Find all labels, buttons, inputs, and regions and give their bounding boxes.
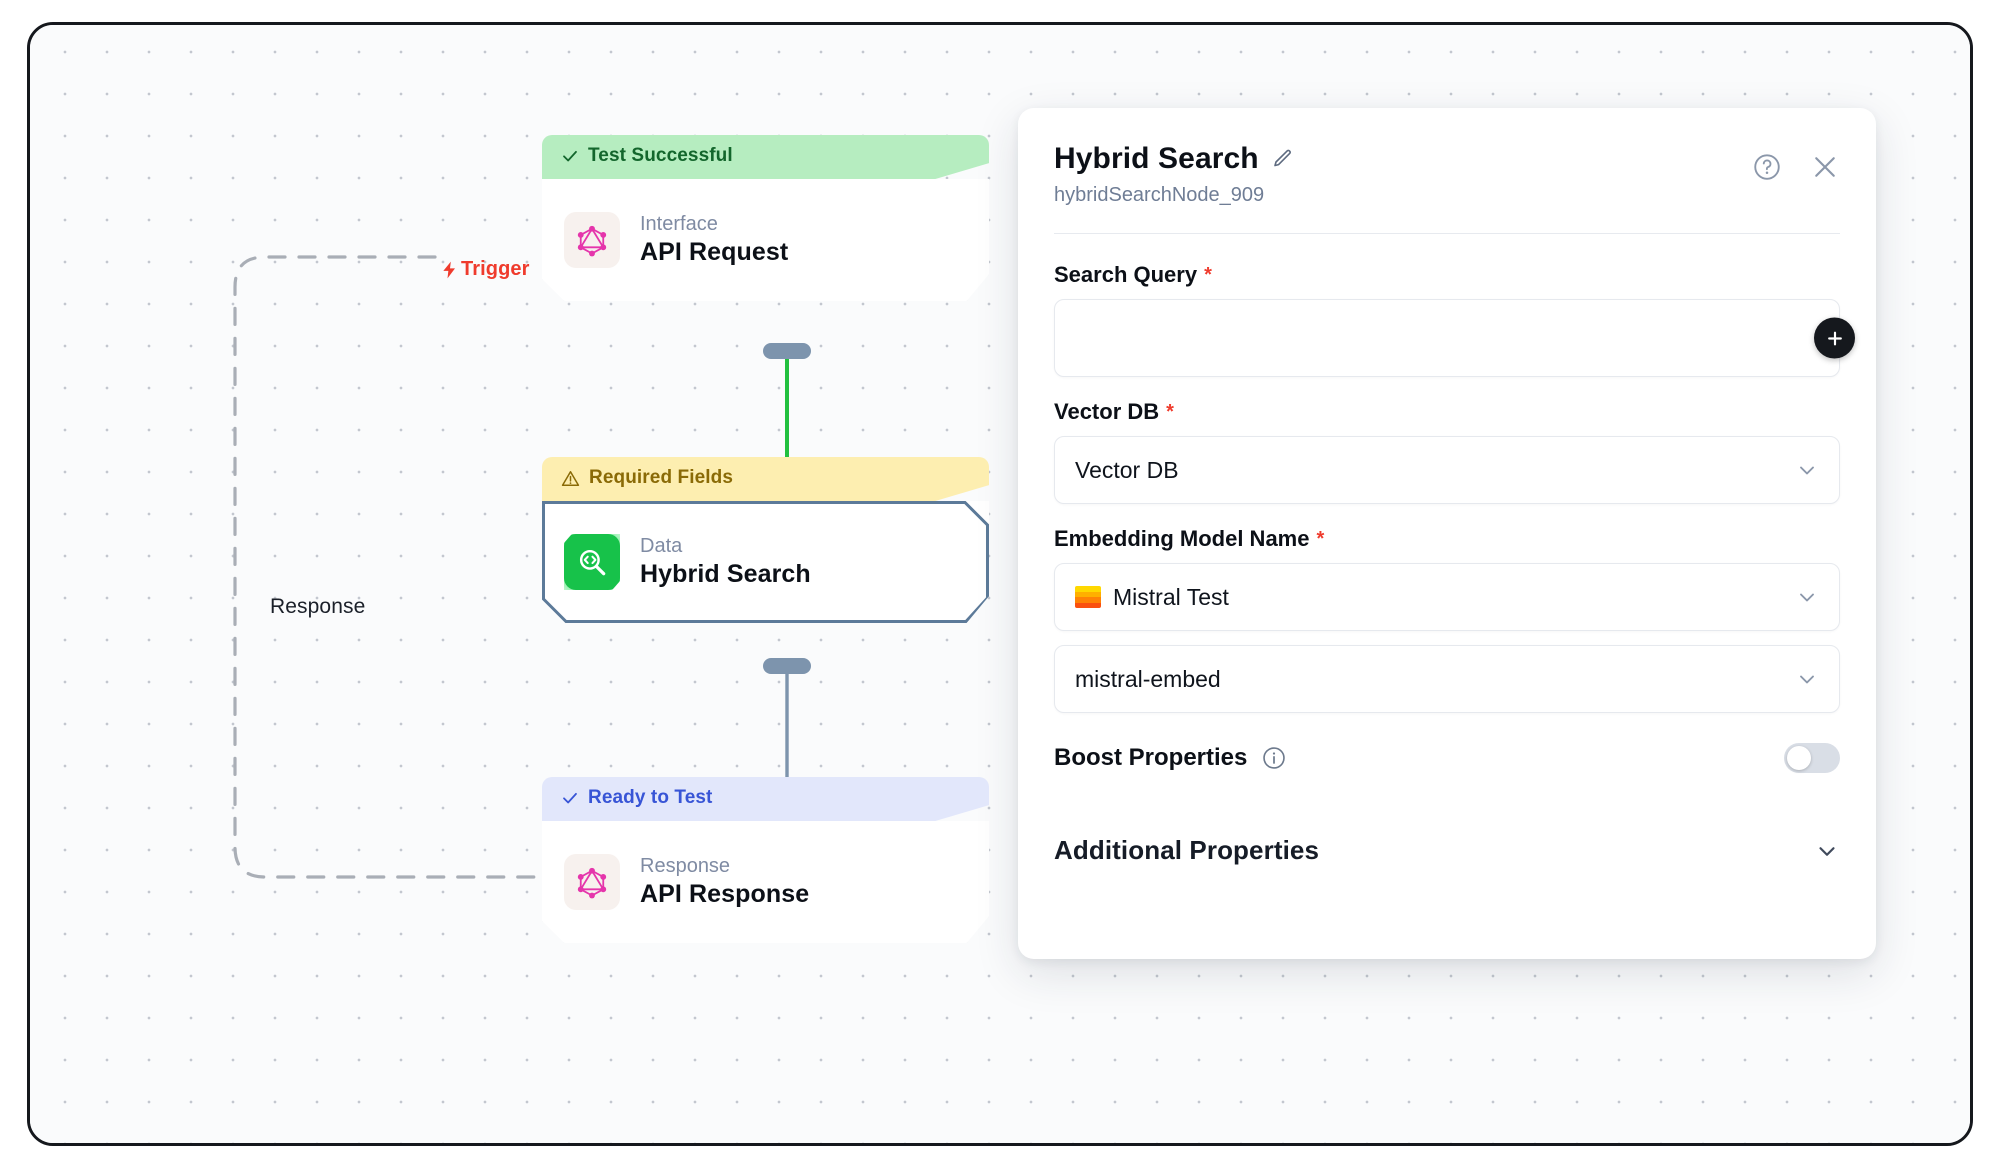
close-icon (1815, 157, 1835, 177)
chevron-down-icon (1800, 593, 1814, 602)
close-button[interactable] (1810, 152, 1840, 182)
node-title: API Request (640, 238, 789, 267)
chevron-down-icon (1800, 466, 1814, 475)
workflow-editor: Trigger Response Test Successful (27, 22, 1973, 1146)
mistral-logo-icon (1075, 586, 1101, 608)
search-query-label: Search Query * (1054, 262, 1212, 287)
field-vector-db: Vector DB * Vector DB (1054, 399, 1840, 504)
vector-db-select[interactable]: Vector DB (1054, 436, 1840, 504)
check-icon (563, 150, 577, 162)
field-search-query: Search Query * (1054, 262, 1855, 377)
question-circle-icon (1754, 154, 1780, 180)
search-query-input[interactable] (1054, 299, 1855, 377)
chevron-down-icon (1819, 846, 1835, 856)
panel-header: Hybrid Search hybridSearchNode_909 (1018, 108, 1876, 207)
node-hybrid-search[interactable]: Required Fields Data Hybrid Search (542, 457, 989, 623)
embedding-provider-value: Mistral Test (1113, 583, 1229, 610)
node-status-text: Ready to Test (588, 787, 713, 808)
additional-properties-section[interactable]: Additional Properties (1054, 835, 1840, 866)
required-marker: * (1316, 527, 1325, 550)
embedding-provider-select[interactable]: Mistral Test (1054, 563, 1840, 631)
check-icon (563, 792, 577, 804)
toggle-knob (1787, 746, 1811, 770)
vector-db-value: Vector DB (1075, 456, 1179, 483)
additional-properties-label: Additional Properties (1054, 835, 1320, 865)
embedding-model-select[interactable]: mistral-embed (1054, 645, 1840, 713)
vector-db-label: Vector DB * (1054, 399, 1174, 424)
panel-title: Hybrid Search (1054, 142, 1259, 175)
node-title: API Response (640, 880, 810, 909)
response-label: Response (270, 595, 366, 618)
embedding-model-value: mistral-embed (1075, 665, 1221, 692)
node-kind: Data (640, 535, 683, 558)
help-button[interactable] (1752, 152, 1782, 182)
lightning-bolt-icon (443, 261, 455, 278)
graphql-icon (564, 212, 620, 268)
boost-properties-label: Boost Properties (1054, 744, 1248, 771)
node-status-text: Test Successful (588, 145, 733, 166)
graphql-icon (564, 854, 620, 910)
field-boost-properties: Boost Properties (1054, 743, 1840, 773)
required-marker: * (1166, 400, 1174, 423)
code-search-icon (564, 534, 620, 590)
node-api-request[interactable]: Test Successful (542, 135, 989, 301)
add-search-query-button[interactable] (1814, 317, 1855, 359)
plus-icon (1827, 331, 1842, 345)
trigger-label-text: Trigger (461, 258, 530, 280)
trigger-label: Trigger (440, 258, 530, 281)
node-api-response[interactable]: Ready to Test (542, 777, 989, 943)
node-status-badge: Ready to Test (542, 777, 989, 821)
node-status-text: Required Fields (589, 467, 734, 488)
field-embedding-model-name: Embedding Model Name * Mistral Test (1054, 526, 1840, 713)
chevron-down-icon (1800, 675, 1814, 684)
panel-node-id: hybridSearchNode_909 (1054, 184, 1265, 206)
node-body[interactable]: Data Hybrid Search (542, 501, 989, 623)
panel-body: Search Query * Vector DB * (1018, 234, 1876, 866)
warning-triangle-icon (561, 470, 580, 486)
boost-properties-toggle[interactable] (1784, 743, 1840, 773)
embedding-model-label: Embedding Model Name * (1054, 526, 1325, 551)
node-body[interactable]: Interface API Request (542, 179, 989, 301)
required-marker: * (1204, 263, 1212, 286)
node-properties-panel: Hybrid Search hybridSearchNode_909 (1018, 108, 1876, 959)
node-title: Hybrid Search (640, 560, 811, 589)
info-circle-icon[interactable] (1261, 745, 1287, 771)
node-status-badge: Required Fields (542, 457, 989, 501)
panel-divider (1054, 233, 1840, 234)
pencil-icon[interactable] (1271, 147, 1295, 171)
node-kind: Response (640, 855, 731, 878)
node-kind: Interface (640, 213, 718, 236)
node-status-badge: Test Successful (542, 135, 989, 179)
node-body[interactable]: Response API Response (542, 821, 989, 943)
